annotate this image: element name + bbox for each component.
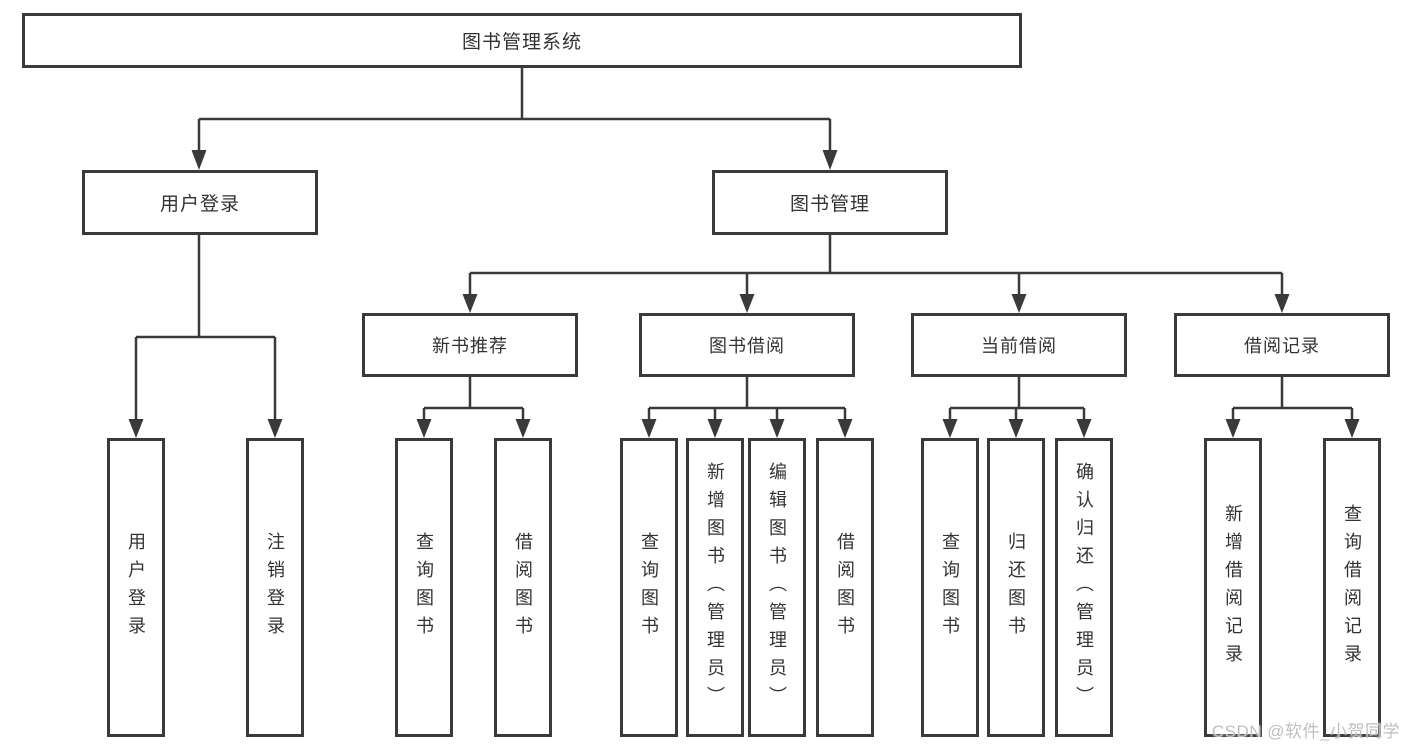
node-query-books-recommend-label: 查询图书: [414, 531, 434, 644]
node-borrowing-records: 借阅记录: [1174, 313, 1390, 377]
node-user-login: 用户登录: [82, 170, 318, 235]
node-confirm-return-admin: 确认归还（管理员）: [1055, 438, 1113, 737]
node-current-borrowing-label: 当前借阅: [981, 336, 1057, 356]
node-edit-book-admin-label: 编辑图书（管理员）: [767, 461, 787, 714]
node-book-management: 图书管理: [712, 170, 948, 235]
node-query-books-borrowing: 查询图书: [620, 438, 678, 737]
node-query-borrow-record: 查询借阅记录: [1323, 438, 1381, 737]
node-return-books: 归还图书: [987, 438, 1045, 737]
node-book-borrowing: 图书借阅: [639, 313, 855, 377]
node-logout: 注销登录: [246, 438, 304, 737]
node-user-login-leaf: 用户登录: [107, 438, 165, 737]
arrowhead-icons: [128, 150, 1360, 438]
node-query-books-current: 查询图书: [921, 438, 979, 737]
node-root-system-label: 图书管理系统: [461, 32, 582, 53]
node-add-borrow-record: 新增借阅记录: [1204, 438, 1262, 737]
node-borrowing-records-label: 借阅记录: [1244, 336, 1320, 356]
node-user-login-leaf-label: 用户登录: [126, 531, 146, 644]
node-root-system: 图书管理系统: [22, 13, 1022, 68]
node-query-books-recommend: 查询图书: [395, 438, 453, 737]
node-borrow-books-leaf: 借阅图书: [816, 438, 874, 737]
node-return-books-label: 归还图书: [1006, 531, 1026, 644]
node-borrow-books-recommend-label: 借阅图书: [513, 531, 533, 644]
node-add-book-admin-label: 新增图书（管理员）: [705, 461, 725, 714]
node-query-borrow-record-label: 查询借阅记录: [1342, 503, 1362, 672]
node-logout-label: 注销登录: [265, 531, 285, 644]
node-user-login-label: 用户登录: [159, 194, 240, 215]
node-confirm-return-admin-label: 确认归还（管理员）: [1074, 461, 1094, 714]
node-query-books-current-label: 查询图书: [940, 531, 960, 644]
node-query-books-borrowing-label: 查询图书: [639, 531, 659, 644]
node-add-book-admin: 新增图书（管理员）: [686, 438, 744, 737]
node-new-book-recommendation: 新书推荐: [362, 313, 578, 377]
node-add-borrow-record-label: 新增借阅记录: [1223, 503, 1243, 672]
node-book-management-label: 图书管理: [789, 194, 870, 215]
node-book-borrowing-label: 图书借阅: [709, 336, 785, 356]
node-new-book-recommendation-label: 新书推荐: [432, 336, 508, 356]
node-borrow-books-recommend: 借阅图书: [494, 438, 552, 737]
node-current-borrowing: 当前借阅: [911, 313, 1127, 377]
node-edit-book-admin: 编辑图书（管理员）: [748, 438, 806, 737]
node-borrow-books-leaf-label: 借阅图书: [835, 531, 855, 644]
